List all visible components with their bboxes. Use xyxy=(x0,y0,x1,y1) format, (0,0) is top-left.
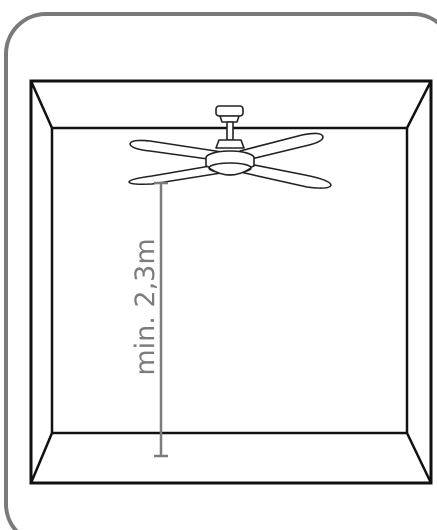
ceiling-fan-icon xyxy=(128,105,332,189)
clearance-label: min. 2,3m xyxy=(130,238,161,375)
card-frame xyxy=(4,12,437,530)
room-perspective-lines xyxy=(29,80,433,484)
room-outer-wall xyxy=(29,79,433,485)
clearance-dimension-line xyxy=(154,181,168,458)
